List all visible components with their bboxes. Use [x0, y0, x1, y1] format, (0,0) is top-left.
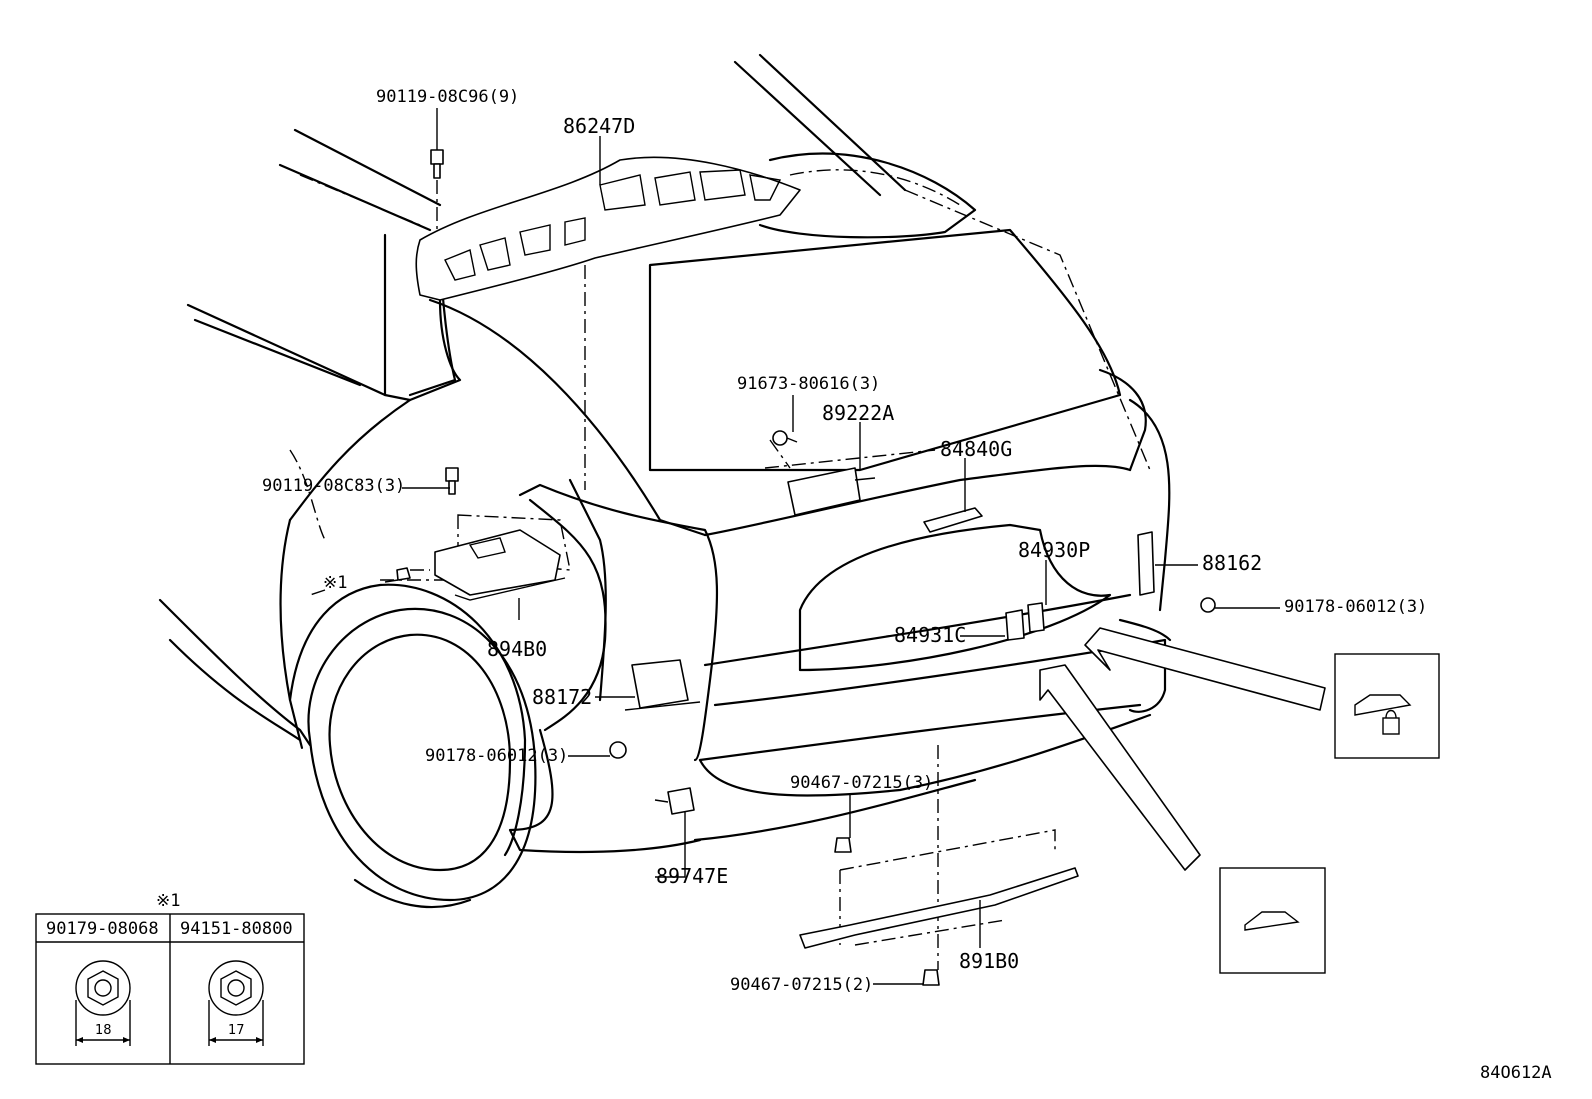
callout-84931c: 84931C	[894, 623, 966, 647]
callout-ref1-mark: ※1	[323, 573, 347, 593]
callout-90467-07215-2: 90467-07215(2)	[730, 975, 873, 995]
callout-90467-07215-3: 90467-07215(3)	[790, 773, 933, 793]
callout-90119-08c96: 90119-08C96(9)	[376, 87, 519, 107]
part-84931c-connector	[1005, 609, 1025, 641]
part-88162-sensor	[1137, 531, 1155, 596]
callout-88172: 88172	[532, 685, 592, 709]
callout-89747e: 89747E	[656, 864, 728, 888]
callout-91673-80616: 91673-80616(3)	[737, 374, 880, 394]
callout-89222a: 89222A	[822, 401, 894, 425]
callout-labels: 90119-08C96(9) 86247D 91673-80616(3) 892…	[262, 87, 1427, 995]
part-90467-07215-lower-clip	[922, 969, 940, 986]
ref-table-col2-size: 17	[228, 1023, 245, 1038]
part-894b0-ecu	[434, 529, 566, 601]
callout-84840g: 84840G	[940, 437, 1012, 461]
part-891b0-bracket	[799, 867, 1079, 949]
part-91673-80616-nut	[772, 430, 798, 446]
diagram-code: 84O612A	[1480, 1063, 1552, 1083]
nut-17-icon	[208, 960, 264, 1046]
view-arrows	[1039, 627, 1326, 871]
part-ref1-clip	[396, 567, 411, 581]
ref-table-col1-size: 18	[95, 1023, 112, 1038]
part-84840g-switch	[923, 507, 983, 533]
leader-lines	[384, 108, 1280, 985]
vehicle-body	[158, 53, 1172, 909]
ref-table-mark: ※1	[156, 891, 180, 911]
part-89222a-module	[787, 467, 876, 516]
part-90467-07215-upper-clip	[834, 837, 852, 853]
ref-table-col2-part: 94151-80800	[180, 919, 293, 939]
callout-86247d: 86247D	[563, 114, 635, 138]
callout-88162: 88162	[1202, 551, 1262, 575]
callout-90178-06012-left: 90178-06012(3)	[425, 746, 568, 766]
part-84930p-connector	[1027, 602, 1045, 633]
callout-84930p: 84930P	[1018, 538, 1090, 562]
reference-table: ※1 90179-08068 94151-80800 18	[35, 891, 305, 1065]
ref-table-col1-part: 90179-08068	[46, 919, 159, 939]
part-90178-06012-right-nut	[1200, 597, 1216, 613]
part-90178-06012-left-nut	[609, 741, 627, 759]
callout-90119-08c83: 90119-08C83(3)	[262, 476, 405, 496]
callout-90178-06012-right: 90178-06012(3)	[1284, 597, 1427, 617]
inset-vehicle-view	[1219, 867, 1326, 974]
installation-lines	[289, 174, 1151, 970]
callout-891b0: 891B0	[959, 949, 1019, 973]
inset-lock-view	[1334, 653, 1440, 759]
part-88172-sensor	[624, 659, 701, 711]
part-90119-08c83-bolt	[445, 467, 459, 495]
nut-18-icon	[75, 960, 131, 1046]
part-86247d-cover	[415, 156, 801, 301]
part-90119-08c96-bolt	[430, 149, 444, 179]
part-89747e-sensor	[654, 787, 695, 815]
callout-894b0: 894B0	[487, 637, 547, 661]
